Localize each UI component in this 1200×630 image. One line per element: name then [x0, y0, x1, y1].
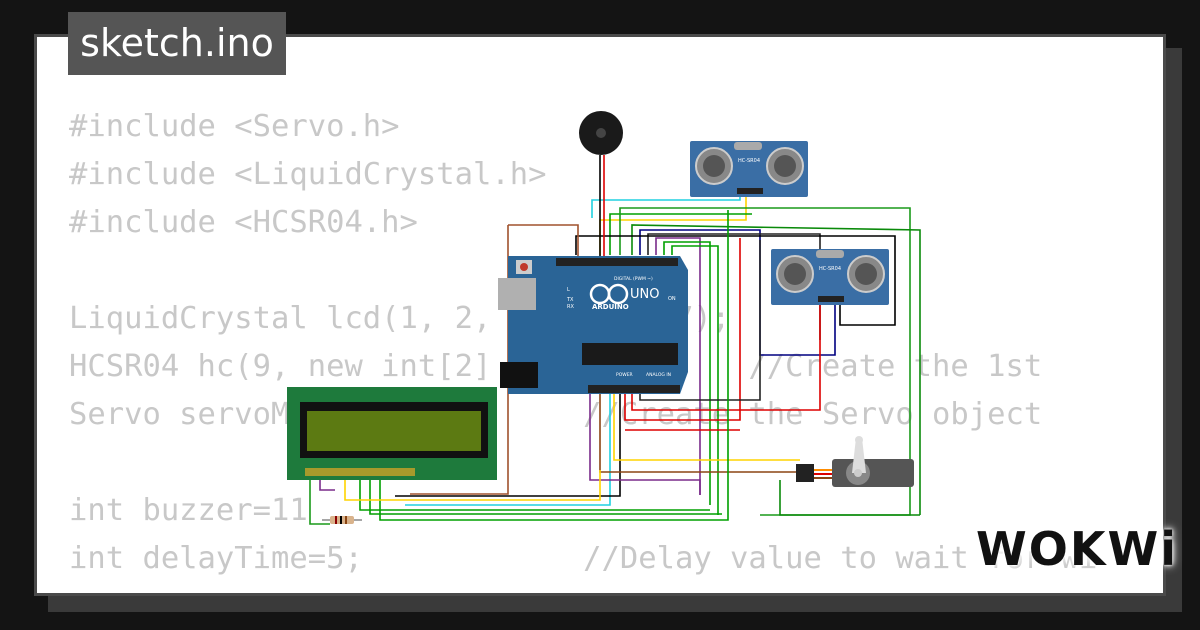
sensor-2-label: HC-SR04	[819, 266, 841, 272]
file-title: sketch.ino	[68, 12, 286, 75]
on-label: ON	[668, 296, 676, 302]
code-line: int dw //Distance from 1st sensor calcul	[69, 583, 1152, 593]
code-line: LiquidCrystal lcd(1, 2, 7);	[69, 301, 731, 336]
ultrasonic-sensor-2[interactable]: HC-SR04	[771, 249, 889, 305]
wires	[309, 155, 921, 525]
code-line: Servo servoM //Create the Servo object	[69, 397, 1043, 432]
code-preview: #include <Servo.h> #include <LiquidCrysta…	[69, 103, 1152, 593]
power-label: POWER	[616, 372, 633, 378]
code-line: #include <LiquidCrystal.h>	[69, 157, 547, 192]
code-line: #include <HCSR04.h>	[69, 205, 418, 240]
code-line: int buzzer=11	[69, 493, 308, 528]
tx-label: TX	[566, 297, 574, 303]
code-line: #include <Servo.h>	[69, 109, 400, 144]
buzzer[interactable]	[579, 111, 623, 155]
code-line: int delayTime=5; //Delay value to wait f…	[69, 541, 1098, 576]
arduino-uno[interactable]: UNO ARDUINO DIGITAL (PWM ~) ANALOG IN PO…	[498, 256, 688, 394]
board-brand-label: ARDUINO	[592, 303, 629, 311]
sensor-1-label: HC-SR04	[738, 158, 760, 164]
board-model-label: UNO	[630, 287, 659, 302]
wokwi-logo: WOKWi	[976, 522, 1178, 576]
lcd-display[interactable]	[287, 387, 497, 480]
analog-label: ANALOG IN	[646, 372, 671, 378]
digital-label: DIGITAL (PWM ~)	[614, 276, 653, 282]
resistor[interactable]	[322, 516, 362, 524]
servo-motor[interactable]	[796, 436, 914, 487]
ultrasonic-sensor-1[interactable]: HC-SR04	[690, 141, 808, 197]
rx-label: RX	[567, 304, 574, 310]
l-label: L	[567, 287, 570, 293]
